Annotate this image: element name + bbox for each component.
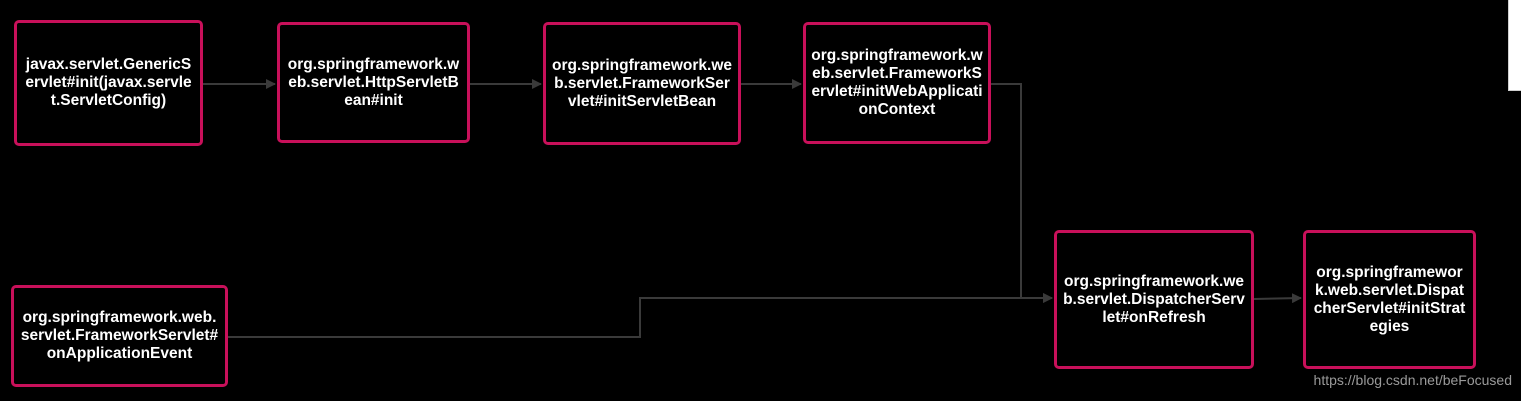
edge-n5-n6 <box>1253 293 1302 304</box>
node-label: org.springframework.web.servlet.Framewor… <box>551 56 732 110</box>
node-dispatcher-servlet-init-strategies[interactable]: org.springframework.web.servlet.Dispatch… <box>1303 230 1476 369</box>
node-http-servlet-bean-init[interactable]: org.springframework.web.servlet.HttpServ… <box>277 22 470 143</box>
scrollbar-thumb[interactable] <box>1508 0 1521 91</box>
node-init-servlet-bean[interactable]: org.springframework.web.servlet.Framewor… <box>543 22 741 145</box>
node-label: org.springframework.web.servlet.Framewor… <box>20 309 219 362</box>
node-label: javax.servlet.GenericServlet#init(javax.… <box>25 56 192 109</box>
node-label: org.springframework.web.servlet.Framewor… <box>811 47 983 118</box>
node-label: org.springframework.web.servlet.Dispatch… <box>1063 272 1245 326</box>
edge-n4-n5 <box>991 83 1053 303</box>
node-label: org.springframework.web.servlet.HttpServ… <box>287 55 460 109</box>
watermark-text: https://blog.csdn.net/beFocused <box>1313 372 1512 388</box>
node-init-web-application-context[interactable]: org.springframework.web.servlet.Framewor… <box>803 22 991 144</box>
edge-n7-n5 <box>228 293 1053 338</box>
node-generic-servlet-init[interactable]: javax.servlet.GenericServlet#init(javax.… <box>14 20 203 146</box>
node-dispatcher-servlet-on-refresh[interactable]: org.springframework.web.servlet.Dispatch… <box>1054 230 1254 369</box>
node-label: org.springframework.web.servlet.Dispatch… <box>1313 263 1466 335</box>
node-on-application-event[interactable]: org.springframework.web.servlet.Framewor… <box>11 285 228 387</box>
